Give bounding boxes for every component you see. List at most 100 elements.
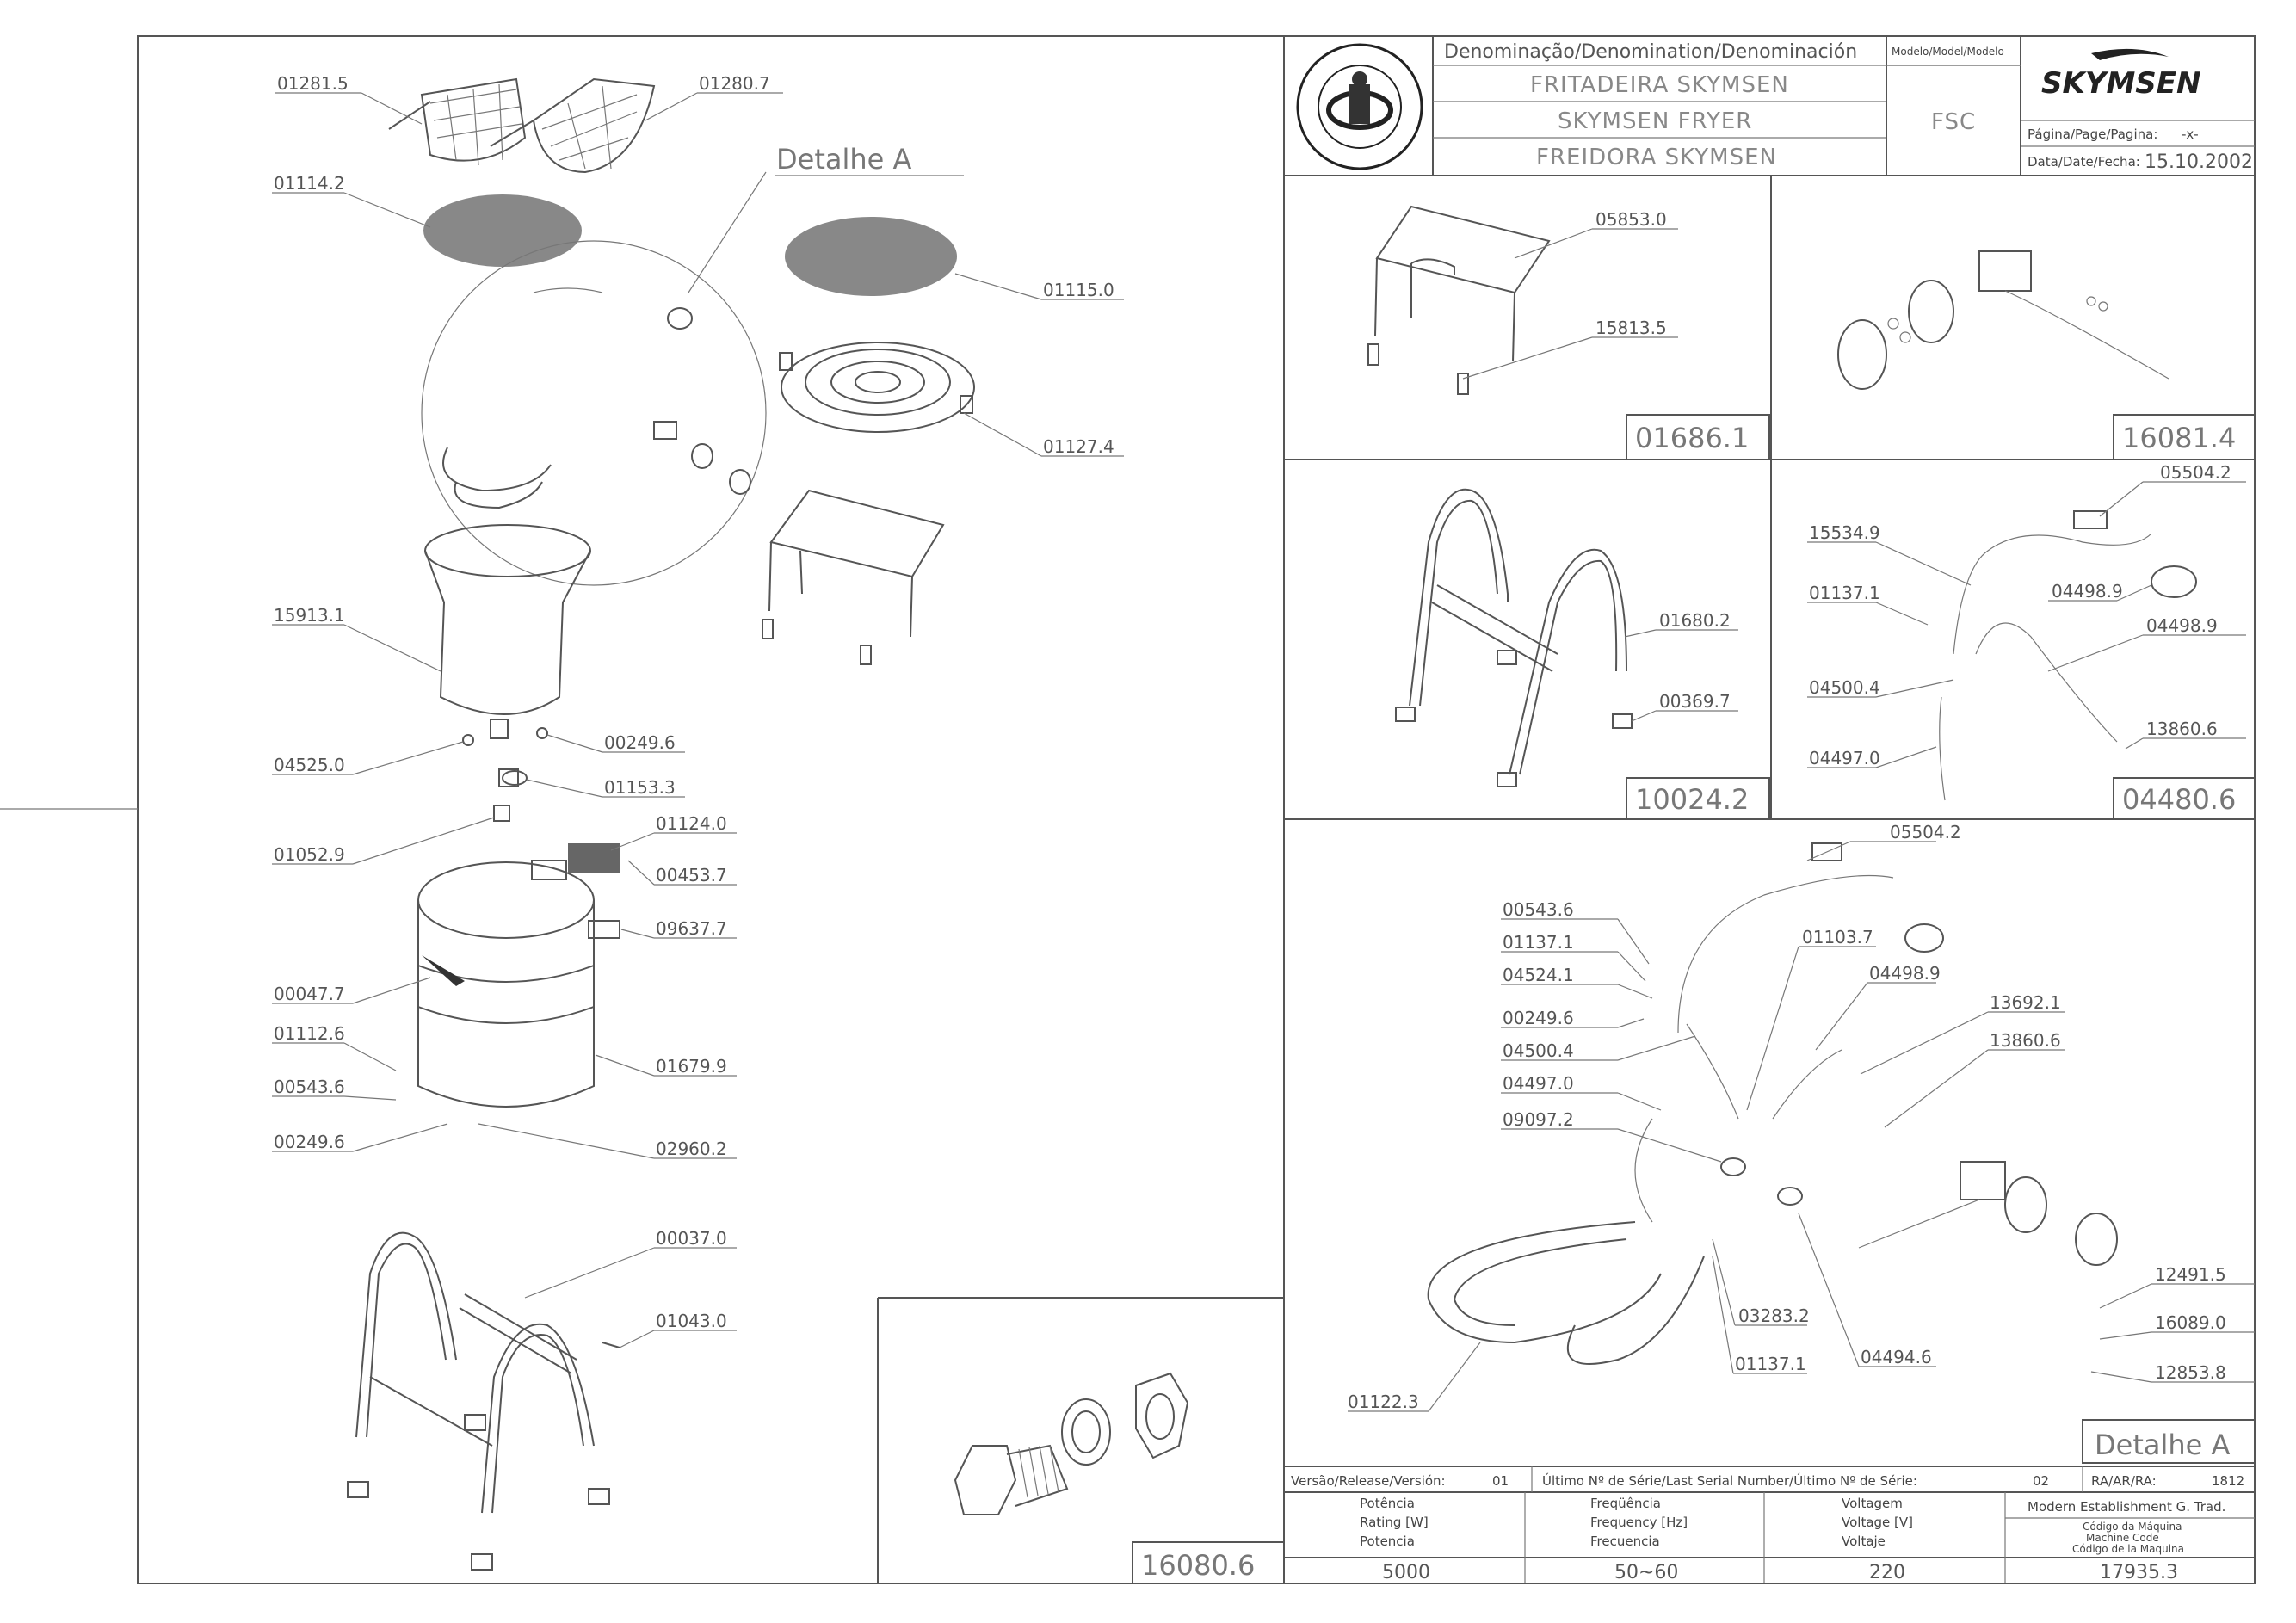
label-01124-0: 01124.0 (656, 813, 727, 834)
label-01043-0: 01043.0 (656, 1311, 727, 1331)
product-name-en: SKYMSEN FRYER (1558, 108, 1752, 134)
label-04498-9-a: 04498.9 (2052, 581, 2123, 602)
main-exploded-view: Detalhe A (347, 77, 975, 1571)
panel-thermostat-code: 16081.4 (2122, 422, 2236, 454)
label-05504-2-a: 05504.2 (2160, 462, 2231, 483)
volt-label-es: Voltaje (1842, 1534, 1886, 1549)
panel-stand-code: 01686.1 (1635, 422, 1749, 454)
label-00543-6-a: 00543.6 (274, 1077, 345, 1097)
label-01112-6: 01112.6 (274, 1023, 345, 1044)
bottom-info-table: Versão/Release/Versión: 01 Último Nº de … (1284, 1466, 2255, 1583)
detail-a-title: Detalhe A (776, 143, 912, 176)
freq-label-pt: Freqüência (1590, 1496, 1661, 1511)
date-label: Data/Date/Fecha: (2028, 154, 2140, 170)
label-01137-1-c: 01137.1 (1735, 1354, 1806, 1374)
label-03283-2: 03283.2 (1738, 1305, 1810, 1326)
label-00037-0: 00037.0 (656, 1228, 727, 1249)
model-header: Modelo/Model/Modelo (1892, 46, 2004, 58)
company-name: Modern Establishment G. Trad. (2028, 1499, 2225, 1515)
label-01281-5: 01281.5 (277, 73, 349, 94)
power-label-en: Rating [W] (1360, 1515, 1429, 1530)
panel-drain: 16080.6 (877, 1297, 1285, 1584)
denomination-header: Denominação/Denomination/Denominación (1444, 41, 1857, 63)
label-13692-1: 13692.1 (1990, 992, 2061, 1013)
freq-label-es: Frecuencia (1590, 1534, 1660, 1549)
brand-logo: SKYMSEN (2041, 66, 2200, 101)
code-label-es: Código de la Maquina (2072, 1543, 2184, 1555)
detail-a-circle (421, 240, 767, 586)
label-01103-7: 01103.7 (1802, 927, 1873, 947)
code-label-en: Machine Code (2086, 1532, 2159, 1544)
label-15813-5: 15813.5 (1595, 318, 1667, 338)
label-04525-0: 04525.0 (274, 755, 345, 775)
label-13860-6-b: 13860.6 (1990, 1030, 2061, 1051)
label-04524-1: 04524.1 (1503, 965, 1574, 985)
panel-frame-code: 10024.2 (1635, 783, 1749, 816)
brand-swoosh-icon (2091, 48, 2169, 60)
label-01115-0: 01115.0 (1043, 280, 1114, 300)
label-00249-6-c: 00249.6 (1503, 1008, 1574, 1028)
label-05853-0: 05853.0 (1595, 209, 1667, 230)
label-00369-7: 00369.7 (1659, 691, 1731, 712)
label-15913-1: 15913.1 (274, 605, 345, 626)
product-name-es: FREIDORA SKYMSEN (1536, 145, 1777, 170)
label-15534-9: 15534.9 (1809, 522, 1880, 543)
title-block: Denominação/Denomination/Denominación Mo… (1284, 36, 2255, 176)
freq-value: 50~60 (1614, 1562, 1678, 1583)
serial-value: 02 (2033, 1473, 2049, 1489)
panel-thermostat: 16081.4 (1837, 250, 2256, 460)
label-05504-2-b: 05504.2 (1890, 822, 1961, 842)
label-12491-5: 12491.5 (2155, 1264, 2226, 1285)
panel-wiring: 04480.6 05504.2 15534.9 04498.9 01137.1 … (1807, 462, 2256, 820)
product-name-pt: FRITADEIRA SKYMSEN (1530, 72, 1789, 98)
label-01280-7: 01280.7 (699, 73, 770, 94)
label-01052-9: 01052.9 (274, 844, 345, 865)
version-value: 01 (1492, 1473, 1509, 1489)
label-02960-2: 02960.2 (656, 1139, 727, 1159)
power-label-es: Potencia (1360, 1534, 1415, 1549)
page-label: Página/Page/Pagina: (2028, 127, 2157, 142)
version-label: Versão/Release/Versión: (1291, 1473, 1446, 1489)
label-01137-1-a: 01137.1 (1809, 583, 1880, 603)
volt-value: 220 (1869, 1562, 1905, 1583)
serial-label: Último Nº de Série/Last Serial Number/Úl… (1542, 1472, 1917, 1489)
volt-label-pt: Voltagem (1842, 1496, 1903, 1511)
panel-stand: 01686.1 05853.0 15813.5 (1367, 205, 1770, 460)
label-00543-6-b: 00543.6 (1503, 899, 1574, 920)
skymsen-logo-icon (422, 955, 465, 986)
label-01680-2: 01680.2 (1659, 610, 1731, 631)
label-01122-3: 01122.3 (1348, 1392, 1419, 1412)
label-00249-6-b: 00249.6 (274, 1132, 345, 1152)
label-01153-3: 01153.3 (604, 777, 676, 798)
technical-assistance-seal (1296, 43, 1423, 170)
label-04500-4-b: 04500.4 (1503, 1040, 1574, 1061)
label-04498-9-b: 04498.9 (2146, 615, 2218, 636)
label-04497-0-b: 04497.0 (1503, 1073, 1574, 1094)
label-09637-7: 09637.7 (656, 918, 727, 939)
label-01127-4: 01127.4 (1043, 436, 1114, 457)
code-label-pt: Código da Máquina (2083, 1521, 2182, 1533)
freq-label-en: Frequency [Hz] (1590, 1515, 1688, 1530)
panel-wiring-code: 04480.6 (2122, 783, 2236, 816)
volt-label-en: Voltage [V] (1842, 1515, 1913, 1530)
ra-label: RA/AR/RA: (2091, 1473, 2157, 1489)
model-value: FSC (1931, 109, 1976, 135)
label-04497-0-a: 04497.0 (1809, 748, 1880, 768)
label-04494-6: 04494.6 (1861, 1347, 1932, 1367)
label-01137-1-b: 01137.1 (1503, 932, 1574, 953)
date-value: 15.10.2002 (2145, 151, 2253, 173)
label-01114-2: 01114.2 (274, 173, 345, 194)
label-00249-6-a: 00249.6 (604, 732, 676, 753)
label-09097-2: 09097.2 (1503, 1109, 1574, 1130)
panel-drain-code: 16080.6 (1141, 1549, 1255, 1582)
power-value: 5000 (1382, 1562, 1430, 1583)
label-04500-4-a: 04500.4 (1809, 677, 1880, 698)
mesh-disc-right (785, 217, 957, 296)
main-part-labels: 01281.5 01280.7 01114.2 01115.0 01127.4 … (272, 73, 1124, 1348)
power-label-pt: Potência (1360, 1496, 1415, 1511)
label-13860-6-a: 13860.6 (2146, 719, 2218, 739)
label-04498-9-c: 04498.9 (1869, 963, 1941, 984)
mesh-disc-left (423, 194, 582, 267)
panel-detail-a: Detalhe A 05504.2 00543.6 01137.1 01103.… (1348, 822, 2256, 1464)
